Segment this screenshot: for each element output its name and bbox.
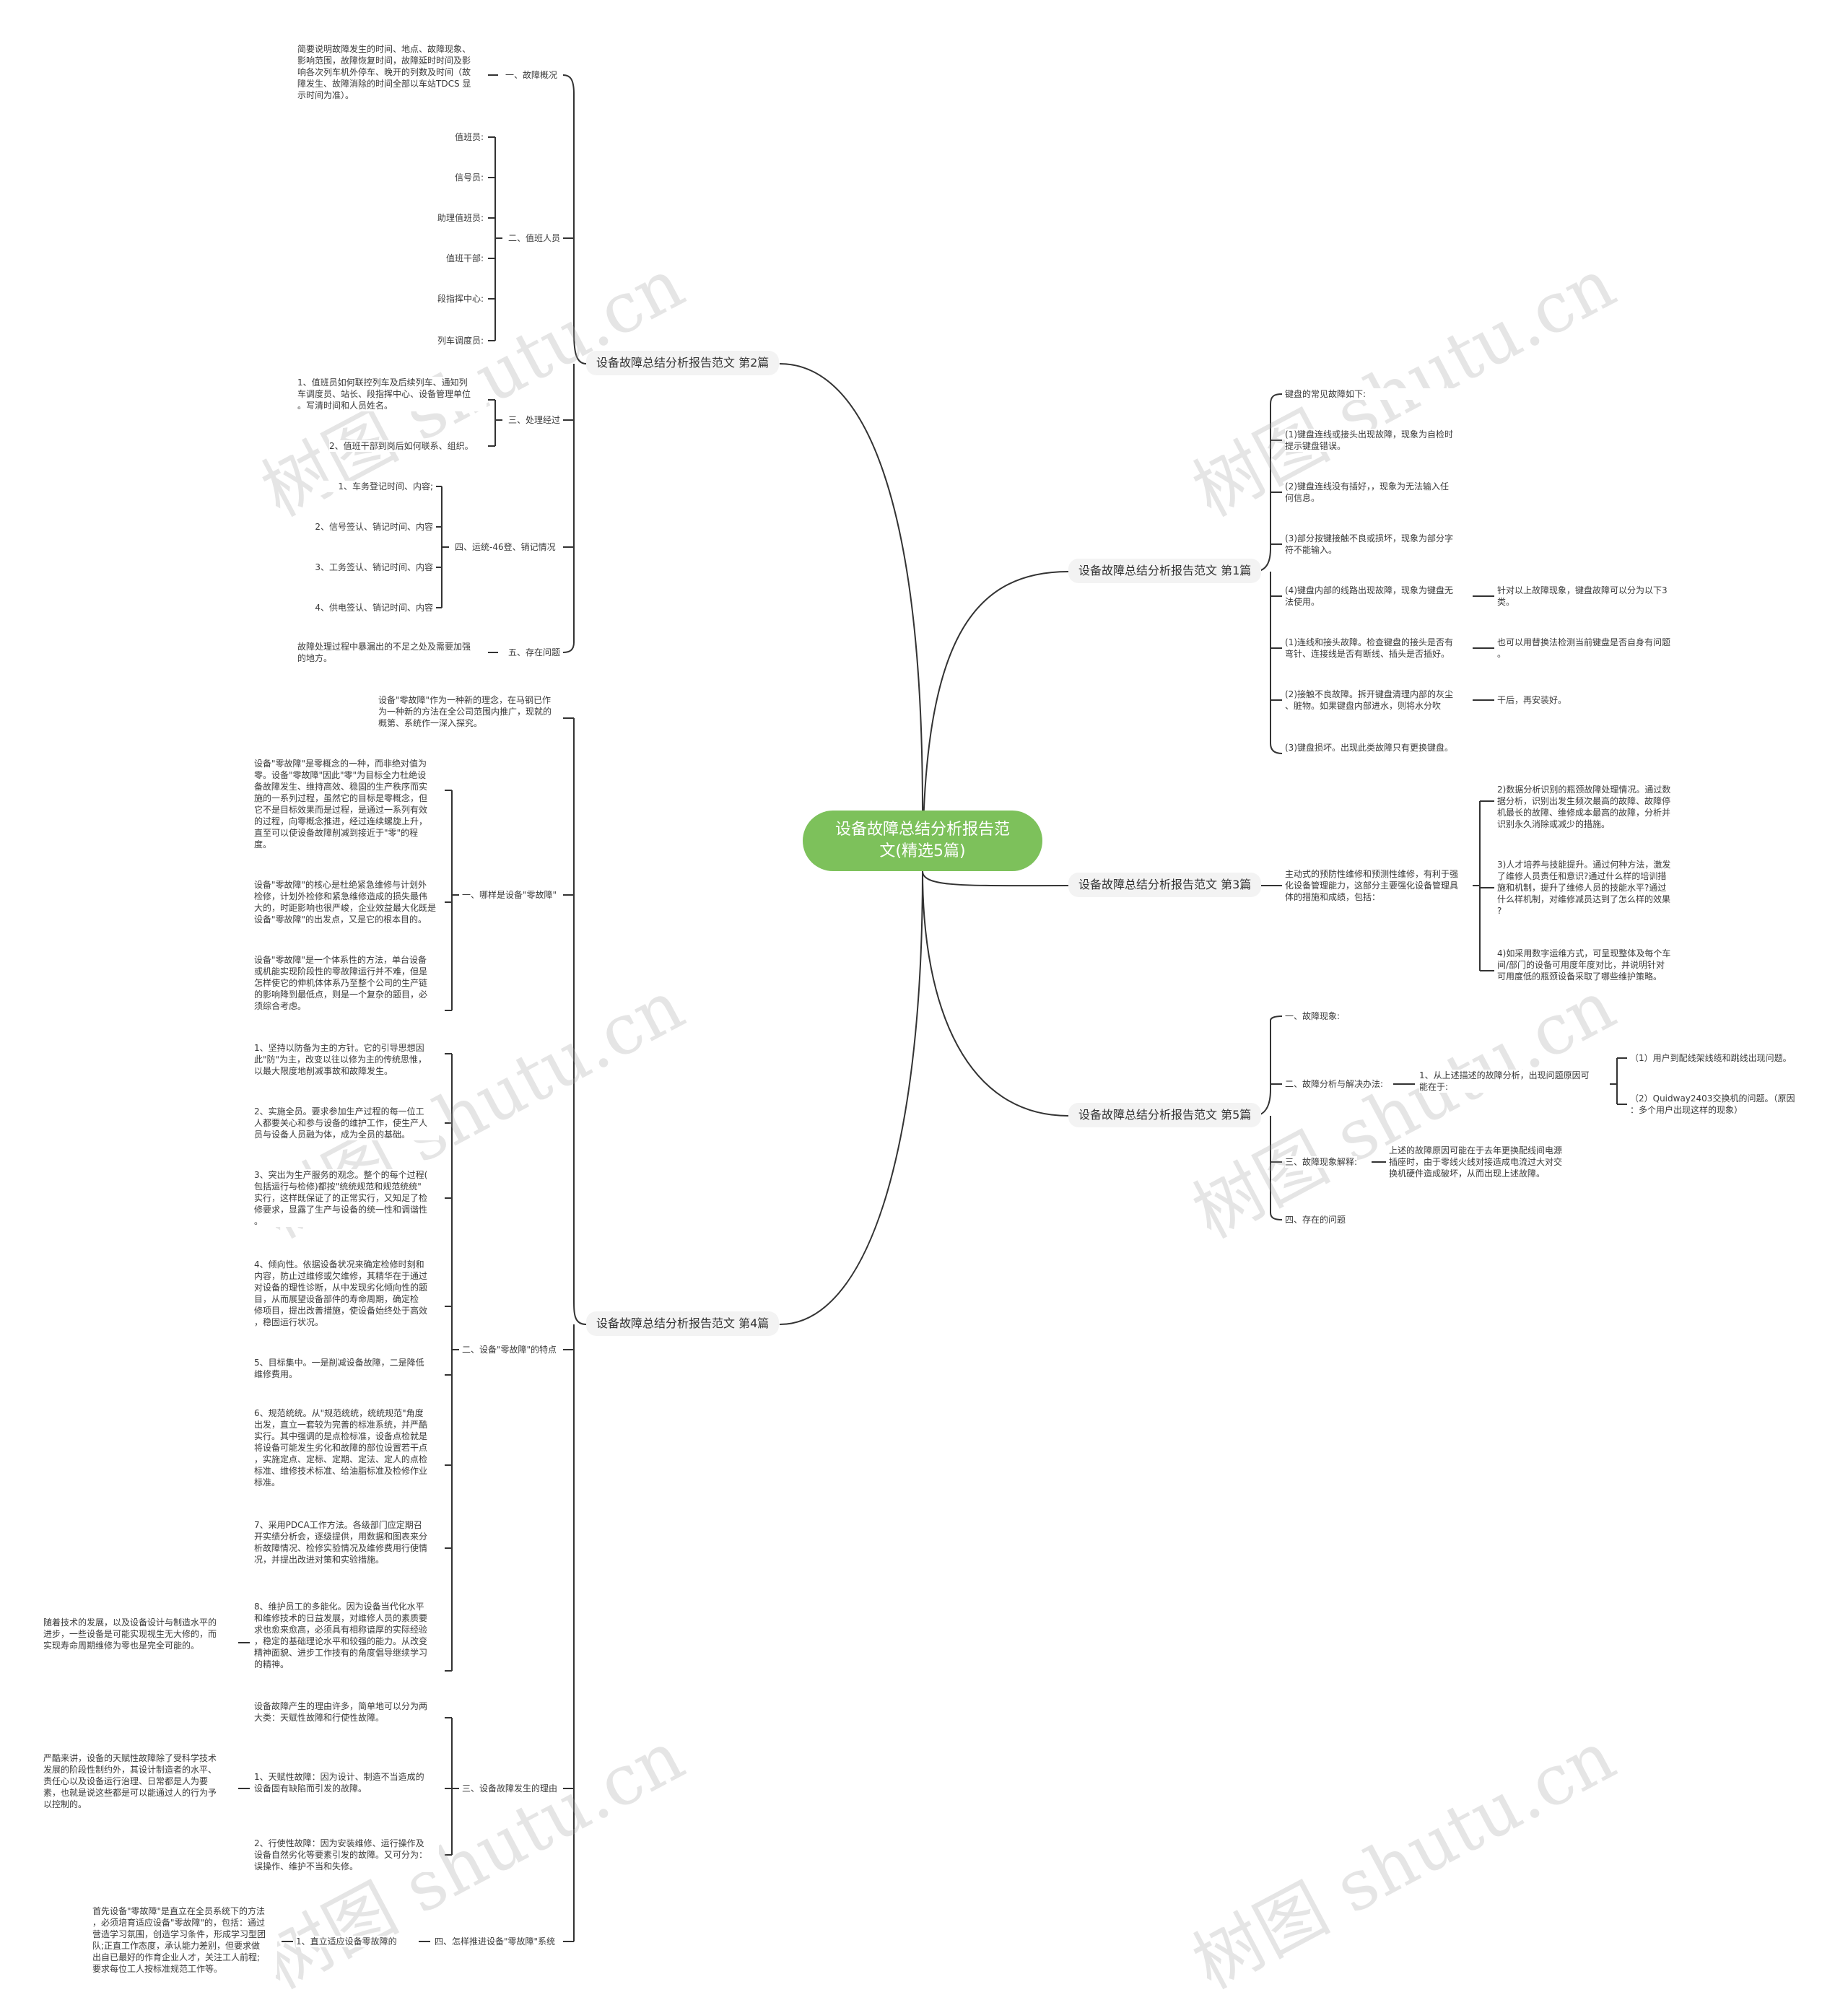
link-b5-children	[1252, 1015, 1283, 1220]
b1-item: (4)键盘内部的线路出现故障，现象为键盘无 法使用。	[1285, 585, 1467, 608]
b4-features[interactable]: 二、设备"零故障"的特点	[462, 1344, 557, 1355]
b4-promote-system[interactable]: 四、怎样推进设备"零故障"系统	[435, 1936, 556, 1947]
b5-symptom[interactable]: 一、故障现象:	[1285, 1010, 1341, 1022]
branch-article-4[interactable]: 设备故障总结分析报告范文 第4篇	[586, 1311, 780, 1336]
b3-item: 4)如采用数字运维方式，可呈现整体及每个车 间/部门的设备可用度年度对比，并说明…	[1497, 948, 1688, 982]
b1-item: (3)键盘损坏。出现此类故障只有更换键盘。	[1285, 742, 1467, 753]
b5-analysis-cause: （2）Quidway2403交换机的问题。（原因 ：多个用户出现这样的现象）	[1630, 1093, 1818, 1116]
b5-explanation-desc: 上述的故障原因可能在于去年更换配线间电源 插座时，由于零线火线对接造成电流过大对…	[1389, 1145, 1579, 1179]
b4-s2-item: 7、采用PDCA工作方法。各级部门应定期召 开实绩分析会，逐级提供，用数据和图表…	[254, 1519, 439, 1565]
link-b1-sub	[1473, 595, 1494, 701]
b2-duty-item: 段指挥中心:	[411, 293, 484, 305]
link-b2-children	[562, 74, 587, 653]
b4-s2-item: 8、维护员工的多能化。因为设备当代化水平 和维修技术的日益发展，对维修人员的素质…	[254, 1601, 439, 1670]
b2-register-item: 2、信号签认、销记时间、内容	[296, 521, 433, 533]
link-b4-s3	[445, 1717, 459, 1856]
b1-sub: 针对以上故障现象，键盘故障可以分为以下3 类。	[1497, 585, 1685, 608]
b2-handling[interactable]: 三、处理经过	[508, 414, 561, 426]
link-b2-s4	[436, 486, 449, 608]
b1-sub: 也可以用替换法检测当前键盘是否自身有问题 。	[1497, 637, 1685, 660]
link-b4-s1	[445, 790, 459, 1011]
b3-main: 主动式的预防性维修和预测性维修，有利于强 化设备管理能力，这部分主要强化设备管理…	[1285, 868, 1467, 903]
b2-register[interactable]: 四、运统-46登、销记情况	[455, 541, 556, 553]
link-root-b4	[779, 870, 923, 1325]
b4-s2-item: 6、规范统统。从"规范统统，统统规范"角度 出发，直立一套较为完善的标准系统，并…	[254, 1407, 439, 1488]
b1-sub: 干后，再安装好。	[1497, 694, 1685, 706]
branch-article-2[interactable]: 设备故障总结分析报告范文 第2篇	[586, 351, 780, 375]
b5-analysis[interactable]: 二、故障分析与解决办法:	[1285, 1078, 1384, 1090]
b1-item: (2)接触不良故障。拆开键盘清理内部的灰尘 、脏物。如果键盘内部进水，则将水分吹	[1285, 689, 1467, 712]
link-root-b3	[922, 870, 1069, 887]
link-root-b5	[922, 870, 1069, 1117]
b5-issues[interactable]: 四、存在的问题	[1285, 1214, 1346, 1226]
b2-duty-item: 信号员:	[426, 172, 484, 183]
branch-article-3[interactable]: 设备故障总结分析报告范文 第3篇	[1068, 873, 1262, 897]
b4-s2-item: 5、目标集中。一是削减设备故障，二是降低 维修费用。	[254, 1357, 439, 1380]
b4-s1-item: 设备"零故障"的核心是杜绝紧急维修与计划外 检修，计划外检修和紧急维修造成的损失…	[254, 879, 439, 925]
b2-duty-item: 助理值班员:	[411, 212, 484, 224]
b2-handling-item: 1、值班员如何联控列车及后续列车、通知列 车调度员、站长、段指挥中心、设备管理单…	[297, 377, 487, 411]
b5-analysis-cause: （1）用户到配线架线缆和跳线出现问题。	[1630, 1052, 1818, 1064]
b1-item: (2)键盘连线没有插好，，现象为无法输入任 何信息。	[1285, 481, 1467, 504]
b4-s2-item: 4、倾向性。依据设备状况来确定检修时刻和 内容，防止过维修或欠维修，其精华在于通…	[254, 1259, 439, 1328]
b1-item: (3)部分按键接触不良或损坏，现象为部分字 符不能输入。	[1285, 533, 1467, 556]
b2-fault-overview[interactable]: 一、故障概况	[505, 69, 558, 81]
b3-item: 3)人才培养与技能提升。通过何种方法，激发 了维修人员责任和意识?通过什么样的培…	[1497, 859, 1688, 917]
link-b4-s2	[445, 1053, 459, 1672]
b4-s3-item: 1、天赋性故障：因为设计、制造不当造成的 设备固有缺陷而引发的故障。	[254, 1771, 439, 1794]
branch-article-5[interactable]: 设备故障总结分析报告范文 第5篇	[1068, 1103, 1262, 1127]
b1-item: (1)键盘连线或接头出现故障，现象为自检时 提示键盘错误。	[1285, 429, 1467, 452]
b4-s4-desc: 首先设备"零故障"是直立在全员系统下的方法 ，必须培育适应设备"零故障"的，包括…	[92, 1905, 277, 1975]
b2-fault-overview-desc: 简要说明故障发生的时间、地点、故障现象、 影响范围，故障恢复时间，故障延时时间及…	[297, 43, 488, 101]
b4-s1-item: 设备"零故障"是一个体系性的方法，单台设备 或机能实现阶段性的零故障运行并不难，…	[254, 954, 439, 1012]
b2-duty-staff[interactable]: 二、值班人员	[508, 232, 561, 244]
b4-s3-item: 2、行使性故障：因为安装维修、运行操作及 设备自然劣化等要素引发的故障。又可分为…	[254, 1838, 439, 1872]
b4-s1-item: 设备"零故障"是零概念的一种，而非绝对值为 零。设备"零故障"因此"零"为目标全…	[254, 758, 439, 850]
b4-s2-item: 1、坚持以防备为主的方针。它的引导思想因 此"防"为主，改变以往以修为主的传统思…	[254, 1042, 439, 1077]
branch-article-1[interactable]: 设备故障总结分析报告范文 第1篇	[1068, 559, 1262, 583]
b4-s2-item: 3、突出为生产服务的观念。整个的每个过程( 包括运行与检修)都按"统统规范和规范…	[254, 1169, 439, 1227]
b2-register-item: 1、车务登记时间、内容;	[318, 481, 433, 492]
b4-fault-causes[interactable]: 三、设备故障发生的理由	[462, 1783, 558, 1794]
b4-s3-side-note: 严酷来讲，设备的天赋性故障除了受科学技术 发展的阶段性制约外，其设计制造者的水平…	[43, 1752, 234, 1810]
b4-s4-child: 1、直立适应设备零故障的	[296, 1936, 397, 1947]
b5-analysis-child: 1、从上述描述的故障分析，出现问题原因可 能在于:	[1419, 1070, 1607, 1093]
b3-item: 2)数据分析识别的瓶颈故障处理情况。通过数 据分析，识别出发生频次最高的故障、故…	[1497, 784, 1688, 830]
b2-register-item: 3、工务签认、销记时间、内容	[296, 562, 433, 573]
link-b4-children	[549, 717, 587, 1942]
b4-s3-item: 设备故障产生的理由许多，简单地可以分为两 大类：天赋性故障和行使性故障。	[254, 1700, 439, 1724]
link-root-b1	[922, 571, 1069, 872]
b4-what-is-zero-fault[interactable]: 一、哪样是设备"零故障"	[462, 889, 557, 901]
b4-s2-side-note: 随着技术的发展，以及设备设计与制造水平的 进步，一些设备是可能实现视生无大修的，…	[43, 1617, 234, 1651]
b4-s2-item: 2、实施全员。要求参加生产过程的每一位工 人都要关心和参与设备的维护工作，使生产…	[254, 1106, 439, 1140]
b5-explanation[interactable]: 三、故障现象解释:	[1285, 1156, 1358, 1168]
link-b2-s2	[488, 136, 502, 341]
root-topic[interactable]: 设备故障总结分析报告范 文(精选5篇)	[803, 811, 1042, 871]
b4-intro: 设备"零故障"作为一种新的理念，在马钢已作 为一种新的方法在全公司范围内推广，现…	[378, 694, 563, 729]
link-b3-children	[1473, 800, 1494, 971]
link-b1-children	[1252, 393, 1283, 754]
b2-register-item: 4、供电签认、销记时间、内容	[296, 602, 433, 613]
b2-duty-item: 值班干部:	[411, 253, 484, 264]
b2-duty-item: 值班员:	[426, 131, 484, 143]
b2-duty-item: 列车调度员:	[411, 335, 484, 346]
link-root-b2	[779, 363, 923, 811]
b2-handling-item: 2、值班干部到岗后如何联系、组织。	[329, 440, 487, 452]
b1-item: 键盘的常见故障如下:	[1285, 388, 1458, 400]
link-b2-s3	[488, 399, 502, 447]
b2-issues-desc: 故障处理过程中暴漏出的不足之处及需要加强 的地方。	[297, 641, 487, 664]
link-b5-s2	[1393, 1057, 1627, 1105]
b1-item: (1)连线和接头故障。检查键盘的接头是否有 弯针、连接线是否有断线、插头是否插好…	[1285, 637, 1467, 660]
b2-issues[interactable]: 五、存在问题	[508, 647, 561, 658]
